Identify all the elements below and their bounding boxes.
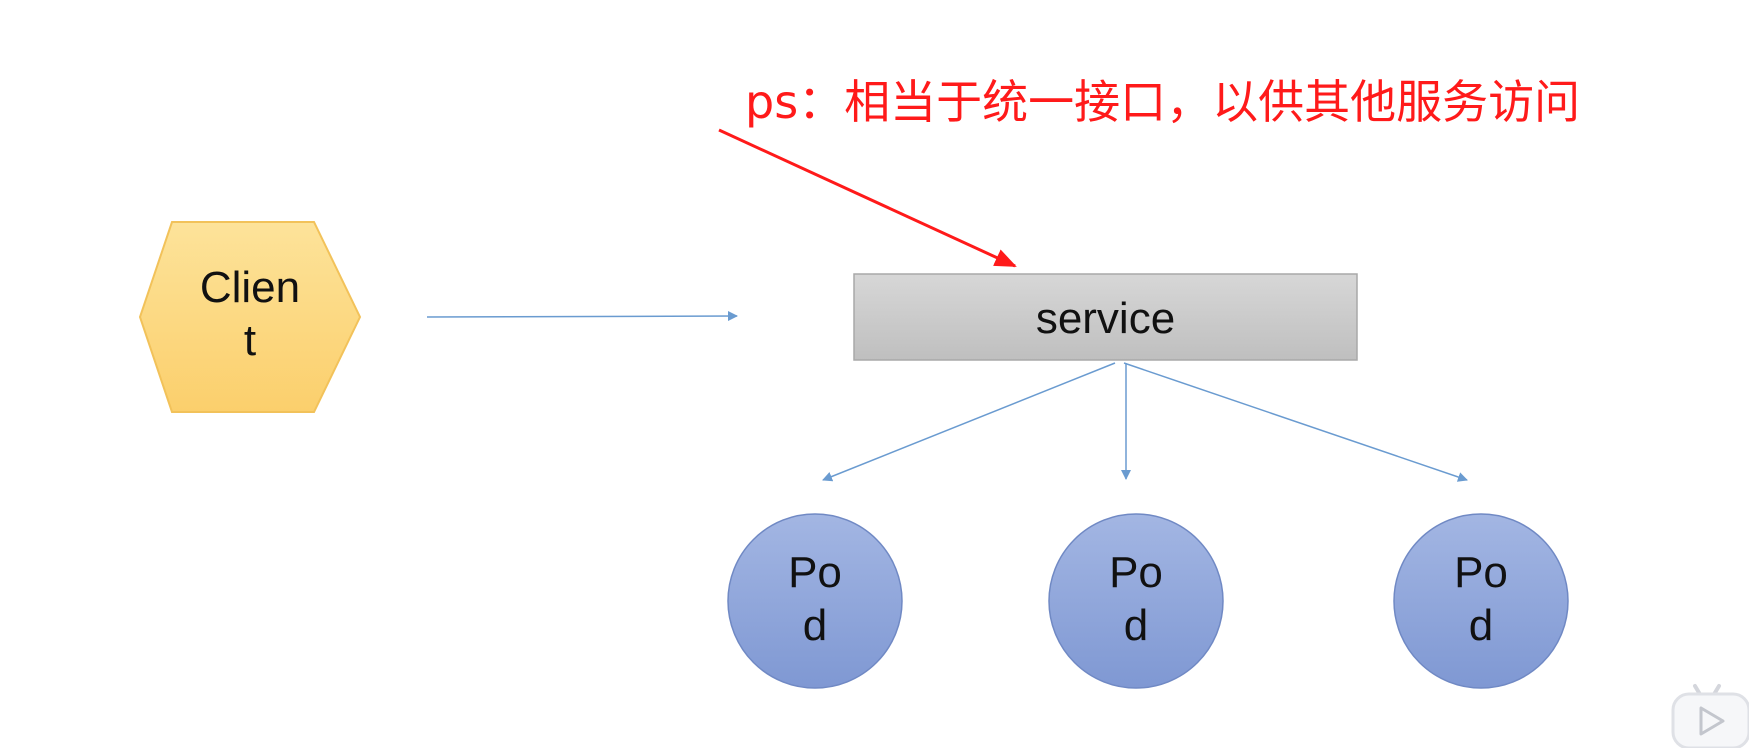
pod-label: Po d [1109,548,1163,650]
service-to-pod-3-arrow [1123,362,1468,482]
service-label: service [1035,294,1176,343]
service-node [853,273,1358,361]
annotation-arrow [718,128,1017,268]
client-to-service-arrow [426,311,738,322]
pod-node-3 [1393,513,1569,689]
service-to-pod-1-arrow [822,362,1116,482]
pod-node-2 [1048,513,1224,689]
play-icon[interactable] [1665,664,1749,748]
pod-node-1 [727,513,903,689]
pod-label: Po d [1454,548,1508,650]
client-label: Clien t [199,263,301,365]
client-node [138,221,362,413]
annotation-text: ps：相当于统一接口，以供其他服务访问 [745,75,1581,129]
pod-label: Po d [788,548,842,650]
